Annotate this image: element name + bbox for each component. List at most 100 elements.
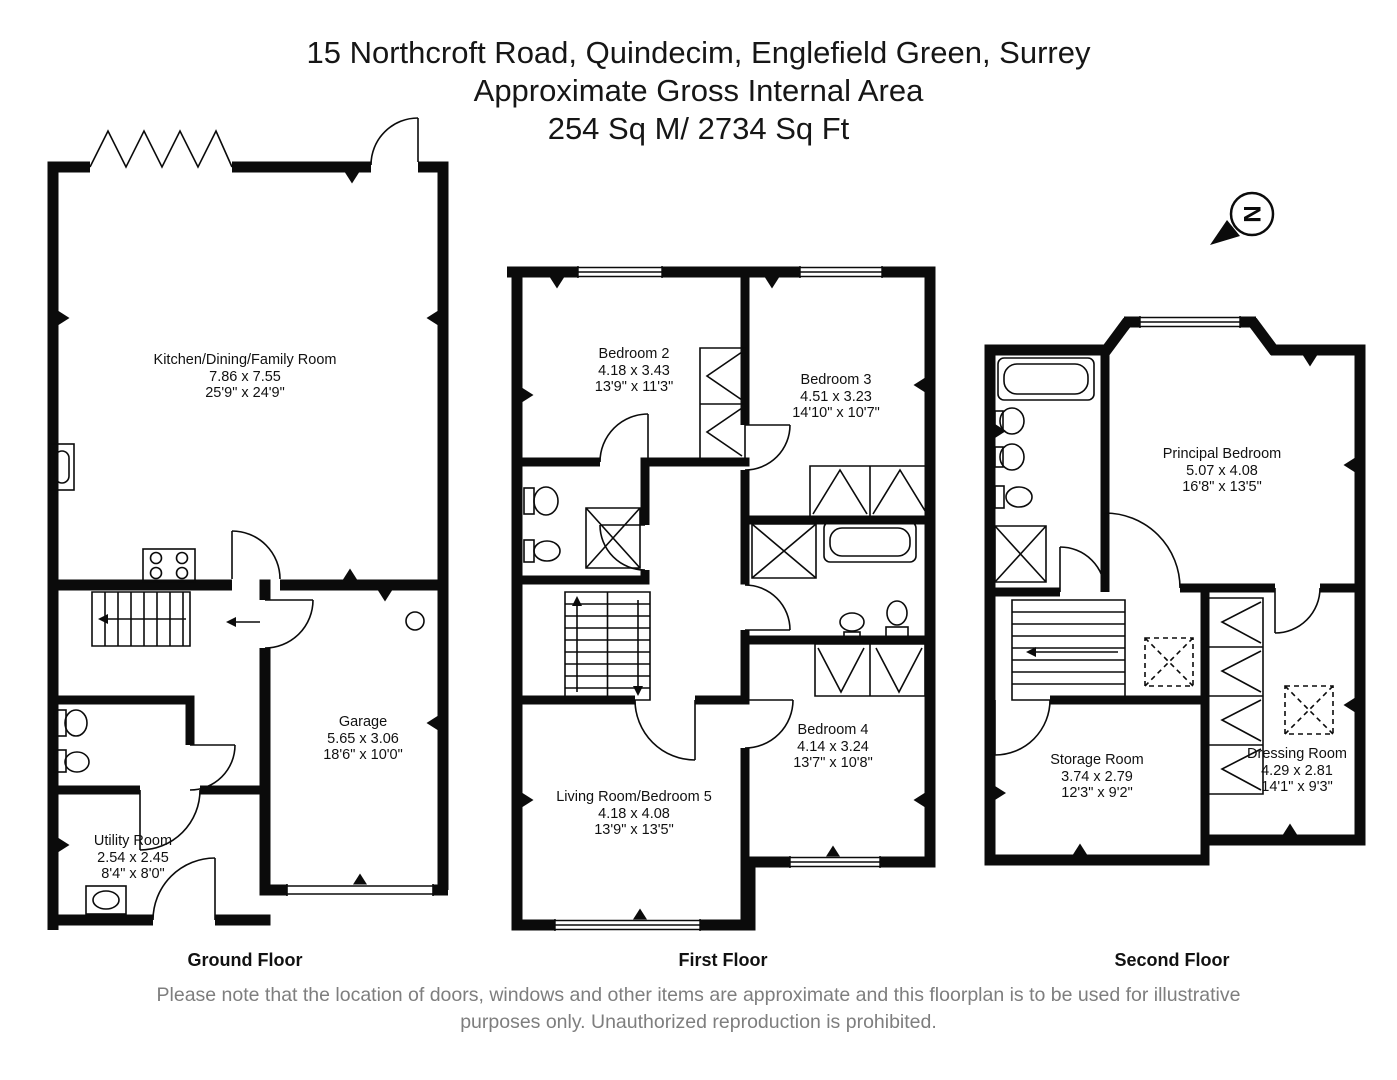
- door-arc-rear-garden: [370, 117, 419, 166]
- bath-icon: [823, 521, 917, 563]
- room-name: Kitchen/Dining/Family Room: [153, 352, 337, 368]
- rooflight-dressing: [1284, 685, 1334, 735]
- second-floor-plan: [984, 315, 1366, 866]
- window-bedroom2: [577, 265, 663, 279]
- room-label-utility: Utility Room 2.54 x 2.45 8'4" x 8'0": [94, 833, 172, 883]
- break-line: [89, 129, 233, 169]
- door-arc-garage: [264, 599, 314, 649]
- shower-icon-ensuite: [585, 507, 641, 569]
- slope-line-right: [1247, 323, 1272, 352]
- toilet-icon-family-bath: [885, 600, 909, 638]
- door-arc-second-bathroom: [1059, 546, 1106, 593]
- floor-caption-first: First Floor: [678, 950, 768, 970]
- door-arc-utility: [139, 789, 201, 851]
- window-bedroom3: [799, 265, 883, 279]
- wc-toilet-icon: [53, 749, 90, 773]
- compass-icon: N: [1210, 191, 1275, 245]
- cooker-icon: [142, 548, 196, 583]
- sink-icon-ensuite: [523, 486, 559, 516]
- room-label-bedroom3: Bedroom 3 4.51 x 3.23 14'10" x 10'7": [792, 372, 880, 422]
- disclaimer: Please note that the location of doors, …: [0, 982, 1397, 1036]
- room-metric: 5.07 x 4.08: [1186, 462, 1258, 479]
- room-metric: 4.18 x 4.08: [598, 805, 670, 822]
- room-name: Bedroom 3: [800, 372, 872, 388]
- window-living-room: [554, 918, 701, 932]
- door-arc-wc: [189, 744, 236, 791]
- room-label-kitchen-dining-family: Kitchen/Dining/Family Room 7.86 x 7.55 2…: [154, 352, 337, 402]
- area-heading: Approximate Gross Internal Area: [473, 73, 924, 108]
- disclaimer-line1: Please note that the location of doors, …: [156, 984, 1241, 1006]
- sink-icons-second: [994, 407, 1025, 471]
- utility-sink-icon: [85, 885, 127, 915]
- address-line: 15 Northcroft Road, Quindecim, Englefiel…: [306, 35, 1091, 70]
- wardrobe-dressing: [1206, 597, 1264, 795]
- stairs-second: [1011, 599, 1126, 701]
- window-bedroom4: [789, 855, 881, 869]
- plan-title: 15 Northcroft Road, Quindecim, Englefiel…: [0, 34, 1397, 148]
- measure-arrows-ground: [58, 172, 438, 885]
- stairs-first: [564, 591, 651, 701]
- door-arc-kitchen-hall: [231, 530, 281, 580]
- door-arc-bedroom2: [599, 413, 649, 463]
- room-label-principal-bedroom: Principal Bedroom 5.07 x 4.08 16'8" x 13…: [1163, 446, 1281, 496]
- room-imperial: 12'3" x 9'2": [1061, 785, 1133, 801]
- wc-sink-icon: [53, 709, 88, 737]
- room-metric: 4.14 x 3.24: [797, 738, 869, 755]
- shower-icon-family-bath: [751, 523, 817, 579]
- first-floor-plan: [507, 265, 936, 932]
- rooflight-landing: [1144, 637, 1194, 687]
- kitchen-sink-icon: [49, 443, 75, 491]
- door-arc-storage: [994, 699, 1051, 756]
- room-metric: 4.29 x 2.81: [1261, 762, 1333, 779]
- measure-arrows-first: [522, 277, 925, 920]
- room-label-bedroom2: Bedroom 2 4.18 x 3.43 13'9" x 11'3": [595, 346, 673, 396]
- bath-icon-second: [997, 357, 1095, 401]
- room-label-bedroom4: Bedroom 4 4.14 x 3.24 13'7" x 10'8": [793, 722, 873, 772]
- room-imperial: 16'8" x 13'5": [1182, 479, 1262, 495]
- room-name: Storage Room: [1050, 752, 1144, 768]
- room-metric: 4.51 x 3.23: [800, 388, 872, 405]
- door-arc-dressing: [1274, 587, 1321, 634]
- door-arc-ensuite: [599, 524, 646, 571]
- floor-caption-ground: Ground Floor: [187, 950, 303, 970]
- door-arc-living-room: [634, 699, 696, 761]
- door-arc-rear-utility: [152, 857, 216, 921]
- wardrobe-bedroom4: [814, 643, 926, 697]
- door-arc-principal-bedroom: [1104, 512, 1181, 589]
- window-principal-bedroom: [1139, 315, 1241, 329]
- slope-line-left: [1108, 323, 1133, 352]
- room-name: Principal Bedroom: [1162, 446, 1282, 462]
- room-metric: 5.65 x 3.06: [327, 730, 399, 747]
- room-imperial: 8'4" x 8'0": [101, 866, 165, 882]
- room-imperial: 13'9" x 13'5": [594, 822, 674, 838]
- room-metric: 7.86 x 7.55: [209, 368, 281, 385]
- area-value: 254 Sq M/ 2734 Sq Ft: [547, 111, 850, 146]
- room-imperial: 13'9" x 11'3": [594, 379, 674, 395]
- compass-letter: N: [1238, 205, 1265, 222]
- toilet-icon-ensuite: [523, 539, 561, 563]
- room-name: Dressing Room: [1247, 746, 1347, 762]
- room-imperial: 13'7" x 10'8": [793, 755, 873, 771]
- room-label-garage: Garage 5.65 x 3.06 18'6" x 10'0": [323, 714, 403, 764]
- tank-icon: [405, 611, 425, 631]
- room-imperial: 25'9" x 24'9": [205, 385, 285, 401]
- ground-floor-plan: [47, 117, 449, 930]
- room-label-storage-room: Storage Room 3.74 x 2.79 12'3" x 9'2": [1050, 752, 1144, 802]
- room-name: Bedroom 4: [797, 722, 869, 738]
- room-metric: 2.54 x 2.45: [97, 849, 169, 866]
- disclaimer-line2: purposes only. Unauthorized reproduction…: [460, 1011, 937, 1033]
- room-name: Living Room/Bedroom 5: [556, 789, 712, 805]
- measure-arrows-second: [995, 355, 1355, 855]
- toilet-icon-second: [994, 485, 1033, 509]
- shower-icon-second: [994, 525, 1047, 583]
- room-name: Utility Room: [93, 833, 173, 849]
- door-arc-bedroom3: [744, 424, 791, 471]
- room-imperial: 14'1" x 9'3": [1261, 779, 1333, 795]
- room-label-dressing-room: Dressing Room 4.29 x 2.81 14'1" x 9'3": [1247, 746, 1347, 796]
- room-imperial: 18'6" x 10'0": [323, 747, 403, 763]
- sink-icon-family-bath: [839, 612, 865, 638]
- door-arc-bathroom: [744, 584, 791, 631]
- room-metric: 3.74 x 2.79: [1061, 768, 1133, 785]
